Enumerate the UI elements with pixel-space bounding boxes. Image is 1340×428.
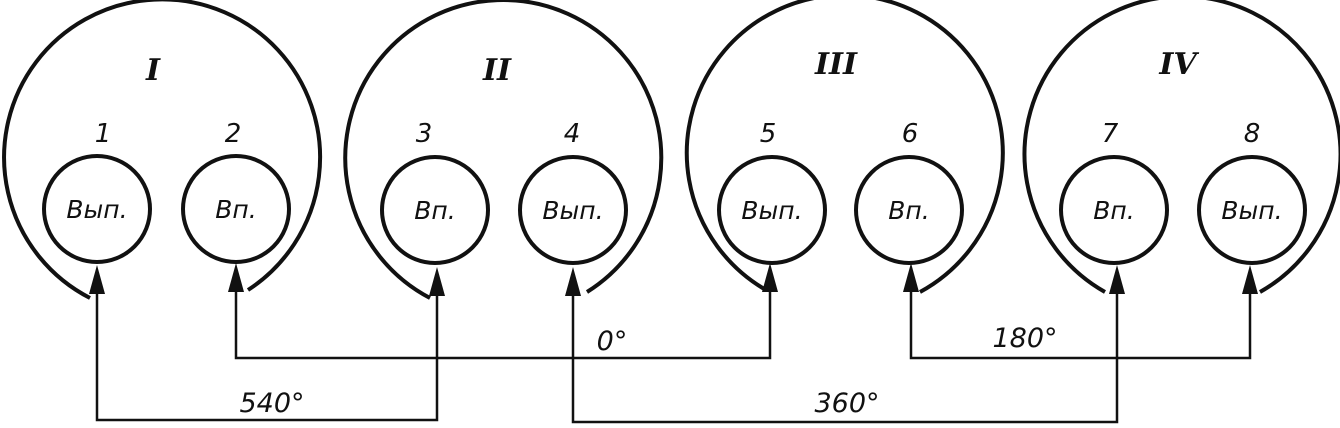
cylinder-label: III [814,47,858,82]
phase-angle-label: 180° [992,323,1057,354]
connector-line [909,290,1252,360]
valve-type-label: Вп. [215,195,256,224]
exhaust-valve [717,155,827,265]
cylinder-outline [343,0,664,300]
valve-number: 8 [1244,119,1261,149]
cylinder-4: IV 7 8 Вп. Вып. [1022,0,1340,294]
intake-valve [181,154,291,264]
valve-type-label: Вып. [741,196,802,225]
valve-number: 6 [902,119,919,149]
valve-number: 5 [760,119,777,149]
phase-angle-label: 0° [597,326,628,357]
connector-line [571,292,1119,424]
arrowhead [228,263,244,292]
arrowhead [762,263,778,292]
valve-number: 3 [416,119,433,149]
intake-valve [380,155,490,265]
exhaust-valve [42,154,152,264]
phase-angle-label: 540° [239,388,304,419]
valve-type-label: Вп. [888,196,929,225]
arrowhead [429,267,445,296]
cylinder-3: III 5 6 Вып. Вп. [684,0,1005,294]
connection-0-deg: 0° [228,263,778,360]
cylinder-label: II [482,53,512,88]
valve-type-label: Вп. [414,196,455,225]
arrowhead [1109,265,1125,294]
valve-type-label: Вып. [1221,196,1282,225]
cylinder-outline [2,0,323,300]
connection-360-deg: 360° [565,265,1125,424]
valve-number: 2 [225,119,242,149]
cylinder-outline [684,0,1005,294]
arrowhead [565,267,581,296]
connection-540-deg: 540° [89,265,445,422]
cylinder-1: I 1 2 Вып. Вп. [2,0,323,300]
cylinder-label: I [145,53,161,88]
valve-number: 7 [1102,119,1119,149]
intake-valve [1059,155,1169,265]
arrowhead [89,265,105,294]
intake-valve [854,155,964,265]
cylinder-label: IV [1158,47,1199,82]
exhaust-valve [518,155,628,265]
valve-type-label: Вп. [1093,196,1134,225]
phase-angle-label: 360° [814,388,879,419]
exhaust-valve [1197,155,1307,265]
arrowhead [903,263,919,292]
valve-type-label: Вып. [542,196,603,225]
valve-number: 4 [564,119,581,149]
connector-line [234,290,772,360]
valve-number: 1 [95,119,112,149]
connector-line [95,292,439,422]
connection-180-deg: 180° [903,263,1258,360]
cylinder-2: II 3 4 Вп. Вып. [343,0,664,300]
valve-type-label: Вып. [66,195,127,224]
cylinder-outline [1022,0,1340,294]
arrowhead [1242,265,1258,294]
